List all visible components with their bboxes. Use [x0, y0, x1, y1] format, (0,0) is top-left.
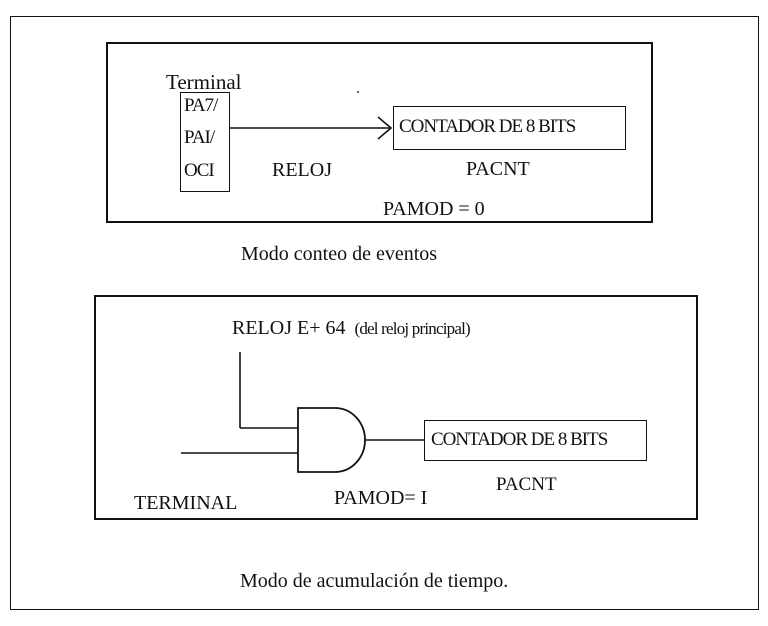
pin-label-pa7: PA7/: [184, 95, 218, 116]
pin-box: [180, 92, 230, 192]
outer-frame: [10, 16, 759, 610]
time-accumulation-diagram-frame: [94, 295, 698, 520]
stray-dot: [357, 91, 359, 93]
counter-register-top: PACNT: [466, 158, 530, 180]
and-gate-icon: [297, 407, 366, 473]
mode-value-top: PAMOD = 0: [383, 198, 485, 220]
counter-box-bottom: [424, 420, 647, 461]
clock-source-note: (del reloj principal): [354, 319, 471, 338]
clock-source-main: RELOJ E+ 64: [232, 317, 346, 339]
terminal-label: Terminal: [166, 70, 242, 94]
counter-box-top: [393, 106, 626, 150]
mode-value-bottom: PAMOD= I: [334, 487, 428, 509]
counter-register-bottom: PACNT: [496, 474, 557, 495]
counter-label-bottom: CONTADOR DE 8 BITS: [431, 429, 608, 450]
pin-label-pai: PAI/: [184, 127, 215, 148]
caption-bottom: Modo de acumulación de tiempo.: [240, 570, 509, 592]
event-count-diagram-frame: [106, 42, 653, 223]
pin-label-oci: OCI: [184, 160, 215, 181]
caption-top: Modo conteo de eventos: [241, 243, 438, 265]
clock-signal-label: RELOJ: [272, 159, 332, 181]
counter-label-top: CONTADOR DE 8 BITS: [399, 116, 576, 137]
arrow-head: [377, 116, 393, 140]
clock-source-label: RELOJ E+ 64 (del reloj principal): [232, 317, 471, 339]
terminal-label-bottom: TERMINAL: [134, 492, 238, 514]
